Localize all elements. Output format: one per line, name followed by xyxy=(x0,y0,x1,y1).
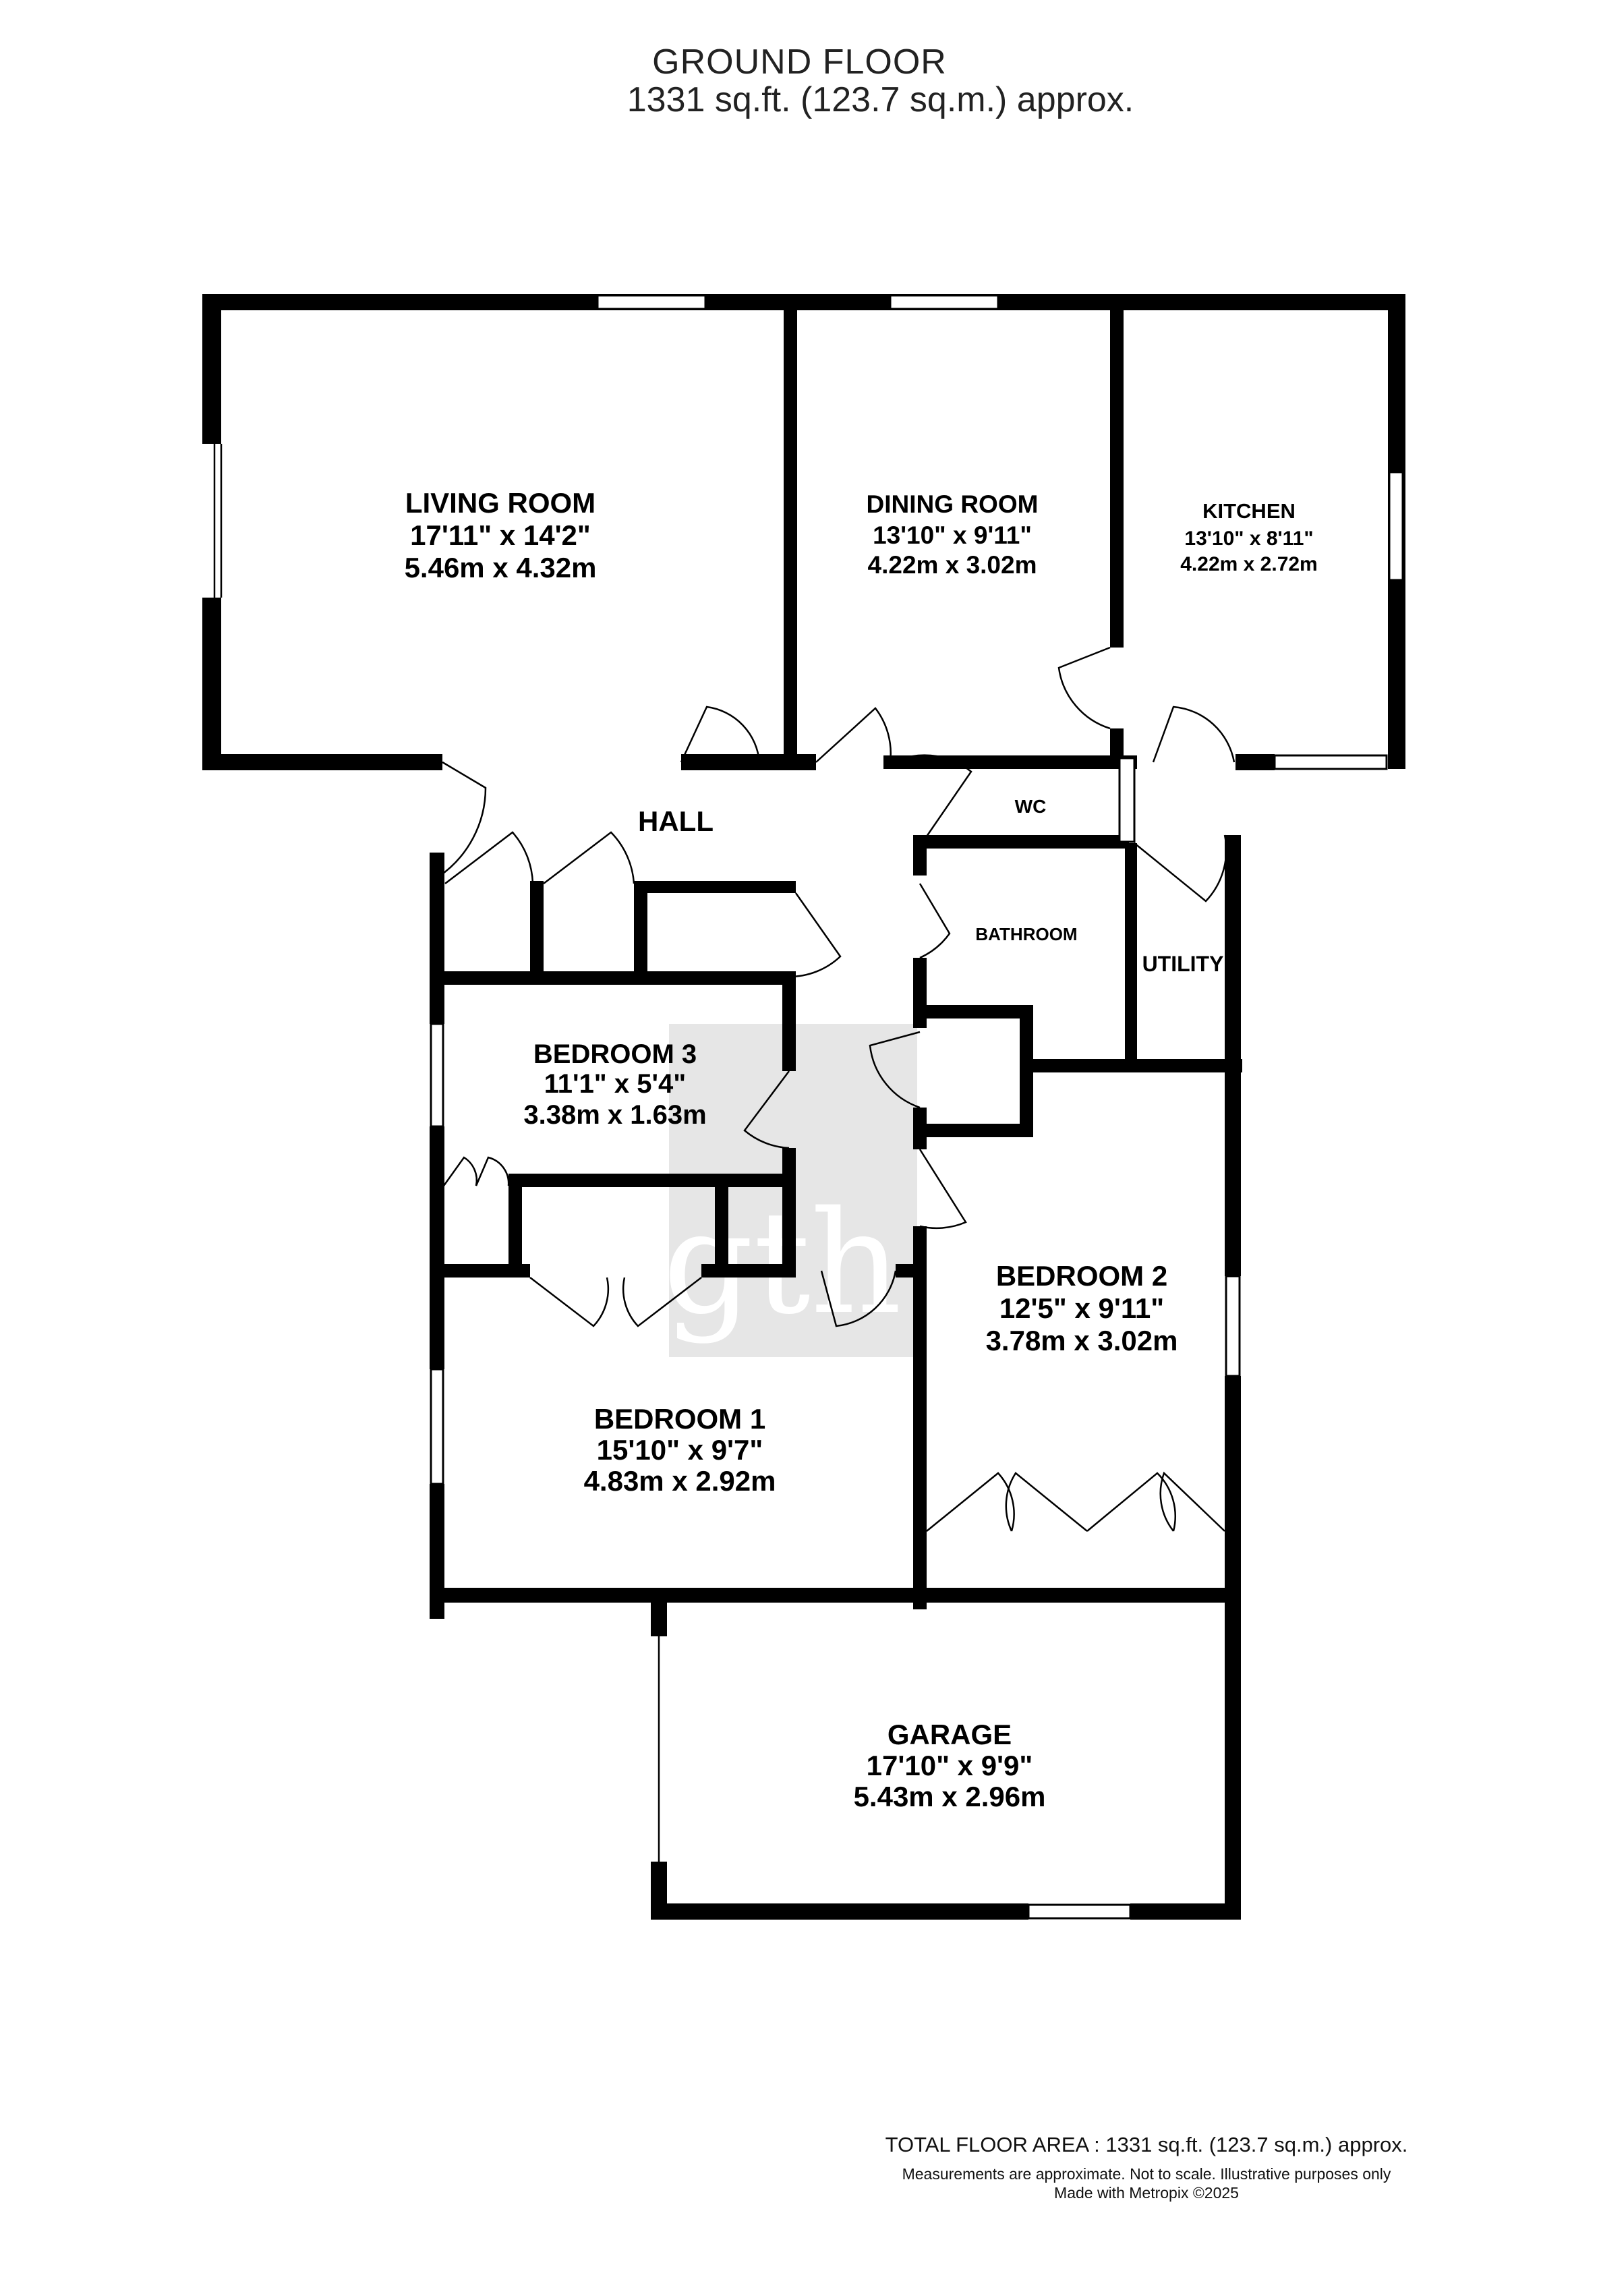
room-name: GARAGE xyxy=(888,1719,1012,1750)
door xyxy=(869,1031,921,1109)
total-floor-area: TOTAL FLOOR AREA : 1331 sq.ft. (123.7 sq… xyxy=(885,2133,1408,2156)
room-size-metric: 4.22m x 3.02m xyxy=(868,551,1037,579)
room-bathroom: BATHROOM xyxy=(975,924,1077,944)
door xyxy=(788,892,842,978)
credit: Made with Metropix ©2025 xyxy=(1054,2184,1239,2202)
room-size-imperial: 15'10" x 9'7" xyxy=(597,1434,763,1466)
room-living: LIVING ROOM 17'11" x 14'2" 5.46m x 4.32m xyxy=(405,487,597,583)
wardrobe-door xyxy=(622,1277,702,1327)
room-size-metric: 5.43m x 2.96m xyxy=(854,1781,1046,1812)
window xyxy=(1225,1275,1241,1377)
room-hall: HALL xyxy=(638,805,714,837)
door xyxy=(919,1149,967,1230)
room-name: KITCHEN xyxy=(1202,499,1296,523)
window xyxy=(1388,471,1404,581)
room-utility: UTILITY xyxy=(1142,952,1224,976)
door xyxy=(815,707,892,763)
room-name: DINING ROOM xyxy=(867,490,1039,518)
wardrobe-door xyxy=(1159,1471,1225,1532)
room-size-imperial: 17'10" x 9'9" xyxy=(867,1750,1033,1781)
entrance-door xyxy=(438,761,487,878)
door xyxy=(1134,834,1227,902)
wardrobe-door xyxy=(529,1277,610,1327)
floor-area: 1331 sq.ft. (123.7 sq.m.) approx. xyxy=(627,80,1134,119)
wardrobe-door xyxy=(1005,1472,1088,1532)
room-size-metric: 5.46m x 4.32m xyxy=(405,552,597,583)
room-size-metric: 3.38m x 1.63m xyxy=(523,1100,706,1130)
door xyxy=(820,1270,897,1327)
room-bedroom-1: BEDROOM 1 15'10" x 9'7" 4.83m x 2.92m xyxy=(584,1403,776,1497)
wardrobe-door xyxy=(1086,1472,1176,1532)
room-size-imperial: 13'10" x 8'11" xyxy=(1184,527,1313,550)
door xyxy=(680,706,761,763)
room-bedroom-2: BEDROOM 2 12'5" x 9'11" 3.78m x 3.02m xyxy=(986,1260,1178,1356)
room-wc: WC xyxy=(1015,796,1047,817)
room-kitchen: KITCHEN 13'10" x 8'11" 4.22m x 2.72m xyxy=(1180,499,1317,575)
room-size-metric: 3.78m x 3.02m xyxy=(986,1325,1178,1356)
room-size-imperial: 11'1" x 5'4" xyxy=(544,1069,686,1099)
floor-title: GROUND FLOOR xyxy=(652,42,947,82)
walls xyxy=(202,294,1405,1920)
wardrobe-door xyxy=(926,1472,1015,1532)
room-size-imperial: 13'10" x 9'11" xyxy=(873,521,1032,549)
room-size-imperial: 12'5" x 9'11" xyxy=(999,1292,1164,1324)
door xyxy=(919,883,951,959)
room-garage: GARAGE 17'10" x 9'9" 5.43m x 2.96m xyxy=(854,1719,1046,1812)
windows xyxy=(213,294,1404,1920)
room-name: BEDROOM 3 xyxy=(533,1039,697,1069)
door xyxy=(1057,646,1111,730)
room-size-imperial: 17'11" x 14'2" xyxy=(410,519,591,551)
doors xyxy=(438,646,1235,1532)
door xyxy=(743,1070,790,1149)
wardrobe-door xyxy=(442,1156,478,1186)
cupboard-door xyxy=(543,831,635,884)
wardrobe-door xyxy=(475,1156,510,1186)
room-name: BEDROOM 1 xyxy=(594,1403,765,1435)
door xyxy=(1152,706,1235,763)
room-bedroom-3: BEDROOM 3 11'1" x 5'4" 3.38m x 1.63m xyxy=(523,1039,706,1130)
room-size-metric: 4.83m x 2.92m xyxy=(584,1465,776,1497)
window xyxy=(1027,1903,1132,1920)
room-size-metric: 4.22m x 2.72m xyxy=(1180,553,1317,575)
door xyxy=(899,754,972,837)
room-name: LIVING ROOM xyxy=(405,487,595,519)
room-dining: DINING ROOM 13'10" x 9'11" 4.22m x 3.02m xyxy=(867,490,1039,579)
window xyxy=(1273,754,1388,770)
window xyxy=(430,1368,444,1485)
room-name: BEDROOM 2 xyxy=(996,1260,1167,1292)
window xyxy=(430,1023,444,1128)
window xyxy=(596,294,707,310)
cupboard-door xyxy=(444,831,534,884)
window xyxy=(889,294,999,310)
disclaimer: Measurements are approximate. Not to sca… xyxy=(902,2165,1391,2183)
